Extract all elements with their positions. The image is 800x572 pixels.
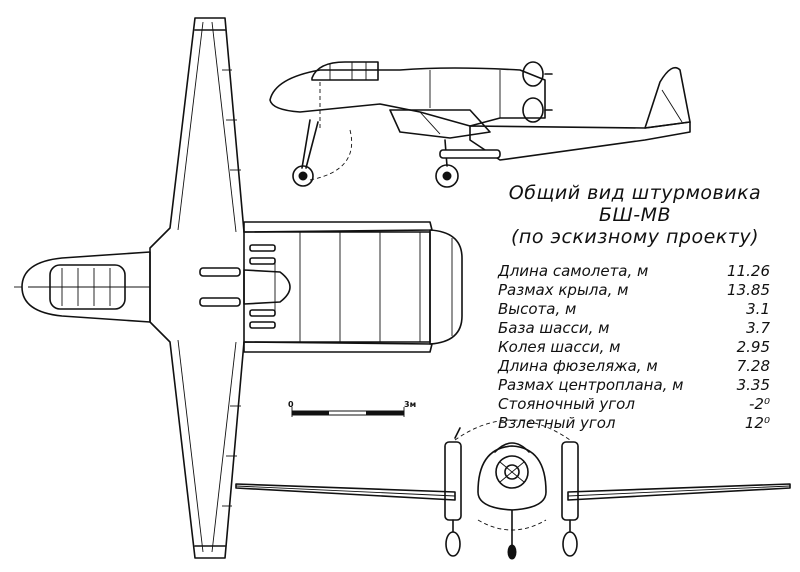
spec-label: База шасси, м (498, 319, 610, 337)
spec-label: Высота, м (498, 300, 577, 318)
drawing-title-line3: (по эскизному проекту) (511, 226, 759, 248)
spec-value: 12⁰ (744, 414, 770, 432)
spec-label: Размах центроплана, м (498, 376, 684, 394)
spec-row: Размах крыла, м 13.85 (498, 281, 778, 300)
spec-value: 3.1 (746, 300, 770, 318)
spec-label: Размах крыла, м (498, 281, 629, 299)
spec-row: Колея шасси, м 2.95 (498, 338, 778, 357)
spec-value: 2.95 (736, 338, 770, 356)
scale-bar (291, 407, 405, 417)
spec-row: Размах центроплана, м 3.35 (498, 376, 778, 395)
drawing-title-line2: БШ-МВ (598, 204, 672, 226)
spec-label: Длина фюзеляжа, м (498, 357, 658, 375)
spec-label: Взлетный угол (498, 414, 616, 432)
scale-end-label: 3м (404, 400, 417, 409)
spec-label: Колея шасси, м (498, 338, 621, 356)
spec-value: 11.26 (727, 262, 770, 280)
drawing-title-line1: Общий вид штурмовика (508, 182, 762, 204)
spec-row: Длина фюзеляжа, м 7.28 (498, 357, 778, 376)
spec-value: 7.28 (736, 357, 770, 375)
spec-row: Длина самолета, м 11.26 (498, 262, 778, 281)
spec-row: Стояночный угол -2⁰ (498, 395, 778, 414)
spec-value: 3.7 (746, 319, 770, 337)
spec-label: Стояночный угол (498, 395, 635, 413)
plan-view (21, 17, 463, 559)
scale-start-label: 0 (288, 400, 294, 409)
spec-value: 3.35 (736, 376, 770, 394)
spec-label: Длина самолета, м (498, 262, 649, 280)
spec-value: 13.85 (727, 281, 770, 299)
spec-row: Взлетный угол 12⁰ (498, 414, 778, 433)
front-view (235, 419, 791, 560)
side-view (269, 61, 691, 188)
spec-value: -2⁰ (749, 395, 770, 413)
spec-row: Высота, м 3.1 (498, 300, 778, 319)
spec-row: База шасси, м 3.7 (498, 319, 778, 338)
